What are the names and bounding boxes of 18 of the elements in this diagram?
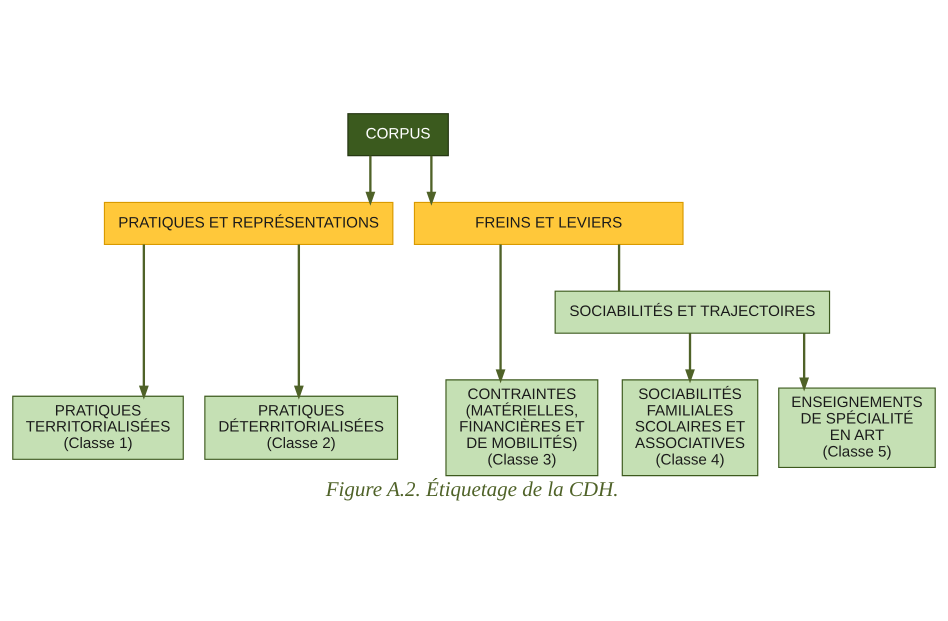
arrow [294, 244, 304, 400]
node-box: PRATIQUES DÉTERRITORIALISÉES (Classe 2) [204, 395, 398, 460]
node-box: CONTRAINTES (MATÉRIELLES, FINANCIÈRES ET DE MOBILITÉS) (Classe 3) [445, 378, 598, 476]
node-box: ENSEIGNEMENTS DE SPÉCIALITÉ EN ART (Classe 5) [778, 386, 936, 468]
connector [618, 244, 620, 290]
node-box: SOCIABILITÉS ET TRAJECTOIRES [554, 290, 830, 334]
node-box: FREINS ET LEVIERS [414, 201, 684, 245]
arrow [138, 244, 149, 400]
arrow [365, 155, 376, 206]
node-box: PRATIQUES TERRITORIALISÉES (Classe 1) [12, 395, 184, 460]
node-box: CORPUS [347, 112, 449, 156]
arrow [799, 332, 810, 392]
arrow [426, 155, 436, 206]
node-box: SOCIABILITÉS FAMILIALES SCOLAIRES ET ASSOCIATIVES (Classe 4) [622, 378, 758, 476]
node-box: PRATIQUES ET REPRÉSENTATIONS [104, 201, 394, 245]
arrow [685, 332, 695, 383]
arrow [496, 244, 506, 383]
caption: Figure A.2. Étiquetage de la CDH. [326, 476, 619, 500]
